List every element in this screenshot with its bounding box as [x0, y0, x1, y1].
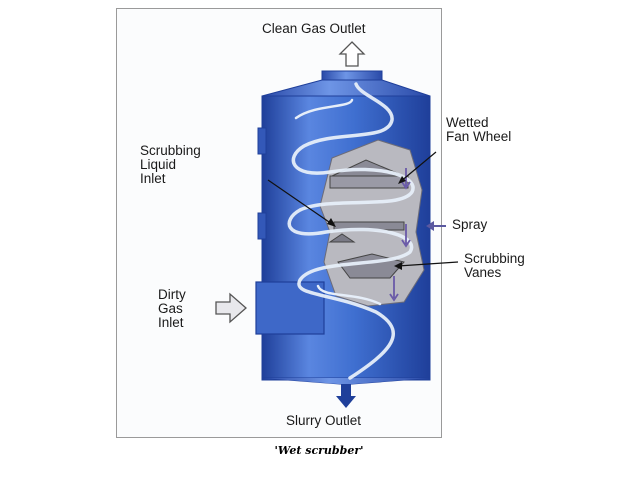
label-clean-gas-outlet: Clean Gas Outlet — [262, 21, 366, 36]
upper-nozzle — [257, 127, 267, 155]
dirty-gas-inlet-box — [255, 281, 325, 335]
dirty-gas-inlet-arrow — [215, 292, 247, 324]
label-scrubbing-liquid-inlet: Scrubbing Liquid Inlet — [140, 143, 201, 186]
slurry-outlet-arrow — [336, 384, 356, 408]
spray-arrow-2 — [401, 224, 411, 248]
swirl-flow — [287, 82, 415, 380]
leader-scrubbing-liquid — [267, 179, 333, 225]
distributor-cone — [328, 233, 356, 243]
spray-arrow-3 — [389, 276, 399, 302]
label-scrubbing-vanes: Scrubbing Vanes — [464, 251, 525, 280]
vessel-hopper-lower — [262, 378, 430, 384]
outlet-flange — [321, 70, 383, 81]
spray-pointer-arrowhead — [426, 221, 434, 231]
label-wetted-fan-wheel: Wetted Fan Wheel — [446, 115, 512, 144]
leader-wetted-fan-wheel-head — [398, 176, 406, 184]
label-dirty-gas-inlet: Dirty Gas Inlet — [158, 287, 186, 330]
wet-scrubber-diagram — [215, 41, 459, 408]
leader-scrubbing-vanes-head — [394, 262, 402, 270]
fan-wheel-blades — [329, 175, 409, 189]
leader-wetted-fan-wheel — [399, 151, 437, 183]
leader-scrubbing-vanes — [397, 261, 459, 267]
clean-gas-outlet-arrow — [338, 41, 366, 67]
swirl-flow-inner — [294, 98, 382, 306]
middle-nozzle — [257, 212, 267, 240]
figure-caption: 'Wet scrubber' — [274, 444, 364, 457]
leader-scrubbing-liquid-head — [327, 218, 336, 227]
vessel-top-cone — [261, 79, 431, 97]
label-slurry-outlet: Slurry Outlet — [286, 413, 362, 428]
label-spray: Spray — [452, 217, 488, 232]
